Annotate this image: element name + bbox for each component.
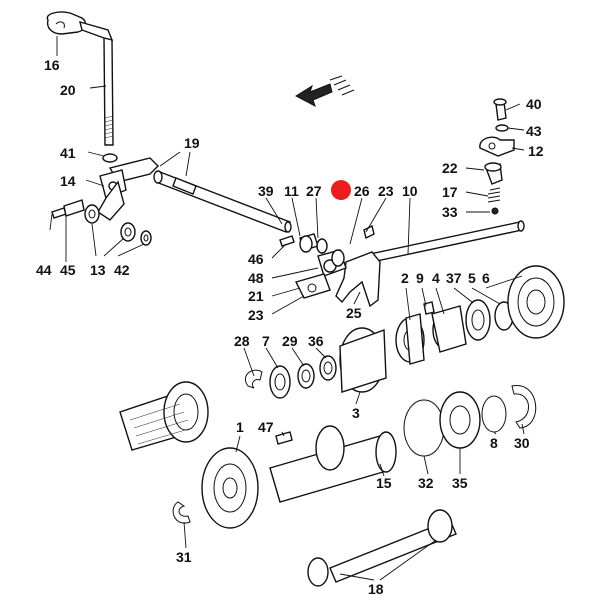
label-29: 29 [282,333,298,349]
label-36: 36 [308,333,324,349]
label-25: 25 [346,305,362,321]
label-4: 4 [432,270,440,286]
detent-assembly[interactable] [479,98,515,215]
label-47: 47 [258,419,274,435]
label-43: 43 [526,123,542,139]
label-27: 27 [306,183,322,199]
label-20: 20 [60,82,76,98]
label-11: 11 [284,183,299,199]
label-37: 37 [446,270,462,286]
label-3: 3 [352,405,360,421]
label-18: 18 [368,581,384,597]
label-12: 12 [528,143,544,159]
pin-and-washers[interactable] [51,153,152,246]
label-14: 14 [60,173,76,189]
label-39: 39 [258,183,274,199]
label-31: 31 [176,549,192,565]
part-labels: 16 20 41 14 19 39 11 27 26 23 10 40 43 1… [36,57,544,597]
upper-gear-cluster[interactable] [395,265,565,365]
label-40: 40 [526,96,542,112]
main-shaft-assembly[interactable] [119,381,537,587]
label-21: 21 [248,288,264,304]
label-1: 1 [236,419,244,435]
label-2: 2 [401,270,409,286]
synchro-and-gears[interactable] [244,327,387,399]
selector-shaft[interactable] [97,157,292,233]
label-42: 42 [114,262,130,278]
direction-arrow-icon [294,75,355,108]
label-33: 33 [442,204,458,220]
label-32: 32 [418,475,434,491]
leader-lines [49,36,525,581]
label-17: 17 [442,184,458,200]
label-8: 8 [490,435,498,451]
label-15: 15 [376,475,392,491]
label-26: 26 [354,183,370,199]
fork-shaft[interactable] [279,220,525,308]
label-7: 7 [262,333,270,349]
label-46: 46 [248,251,264,267]
label-41: 41 [60,145,76,161]
label-16: 16 [44,57,60,73]
label-23a: 23 [378,183,394,199]
label-45: 45 [60,262,76,278]
label-44: 44 [36,262,52,278]
label-23b: 23 [248,307,264,323]
label-9: 9 [416,270,424,286]
label-13: 13 [90,262,106,278]
label-35: 35 [452,475,468,491]
label-30: 30 [514,435,530,451]
label-22: 22 [442,160,458,176]
label-28: 28 [234,333,250,349]
label-5: 5 [468,270,476,286]
label-48: 48 [248,270,264,286]
label-6: 6 [482,270,490,286]
highlight-marker [331,180,351,200]
label-10: 10 [402,183,418,199]
gear-lever-assembly[interactable] [46,11,114,146]
label-19: 19 [184,135,200,151]
